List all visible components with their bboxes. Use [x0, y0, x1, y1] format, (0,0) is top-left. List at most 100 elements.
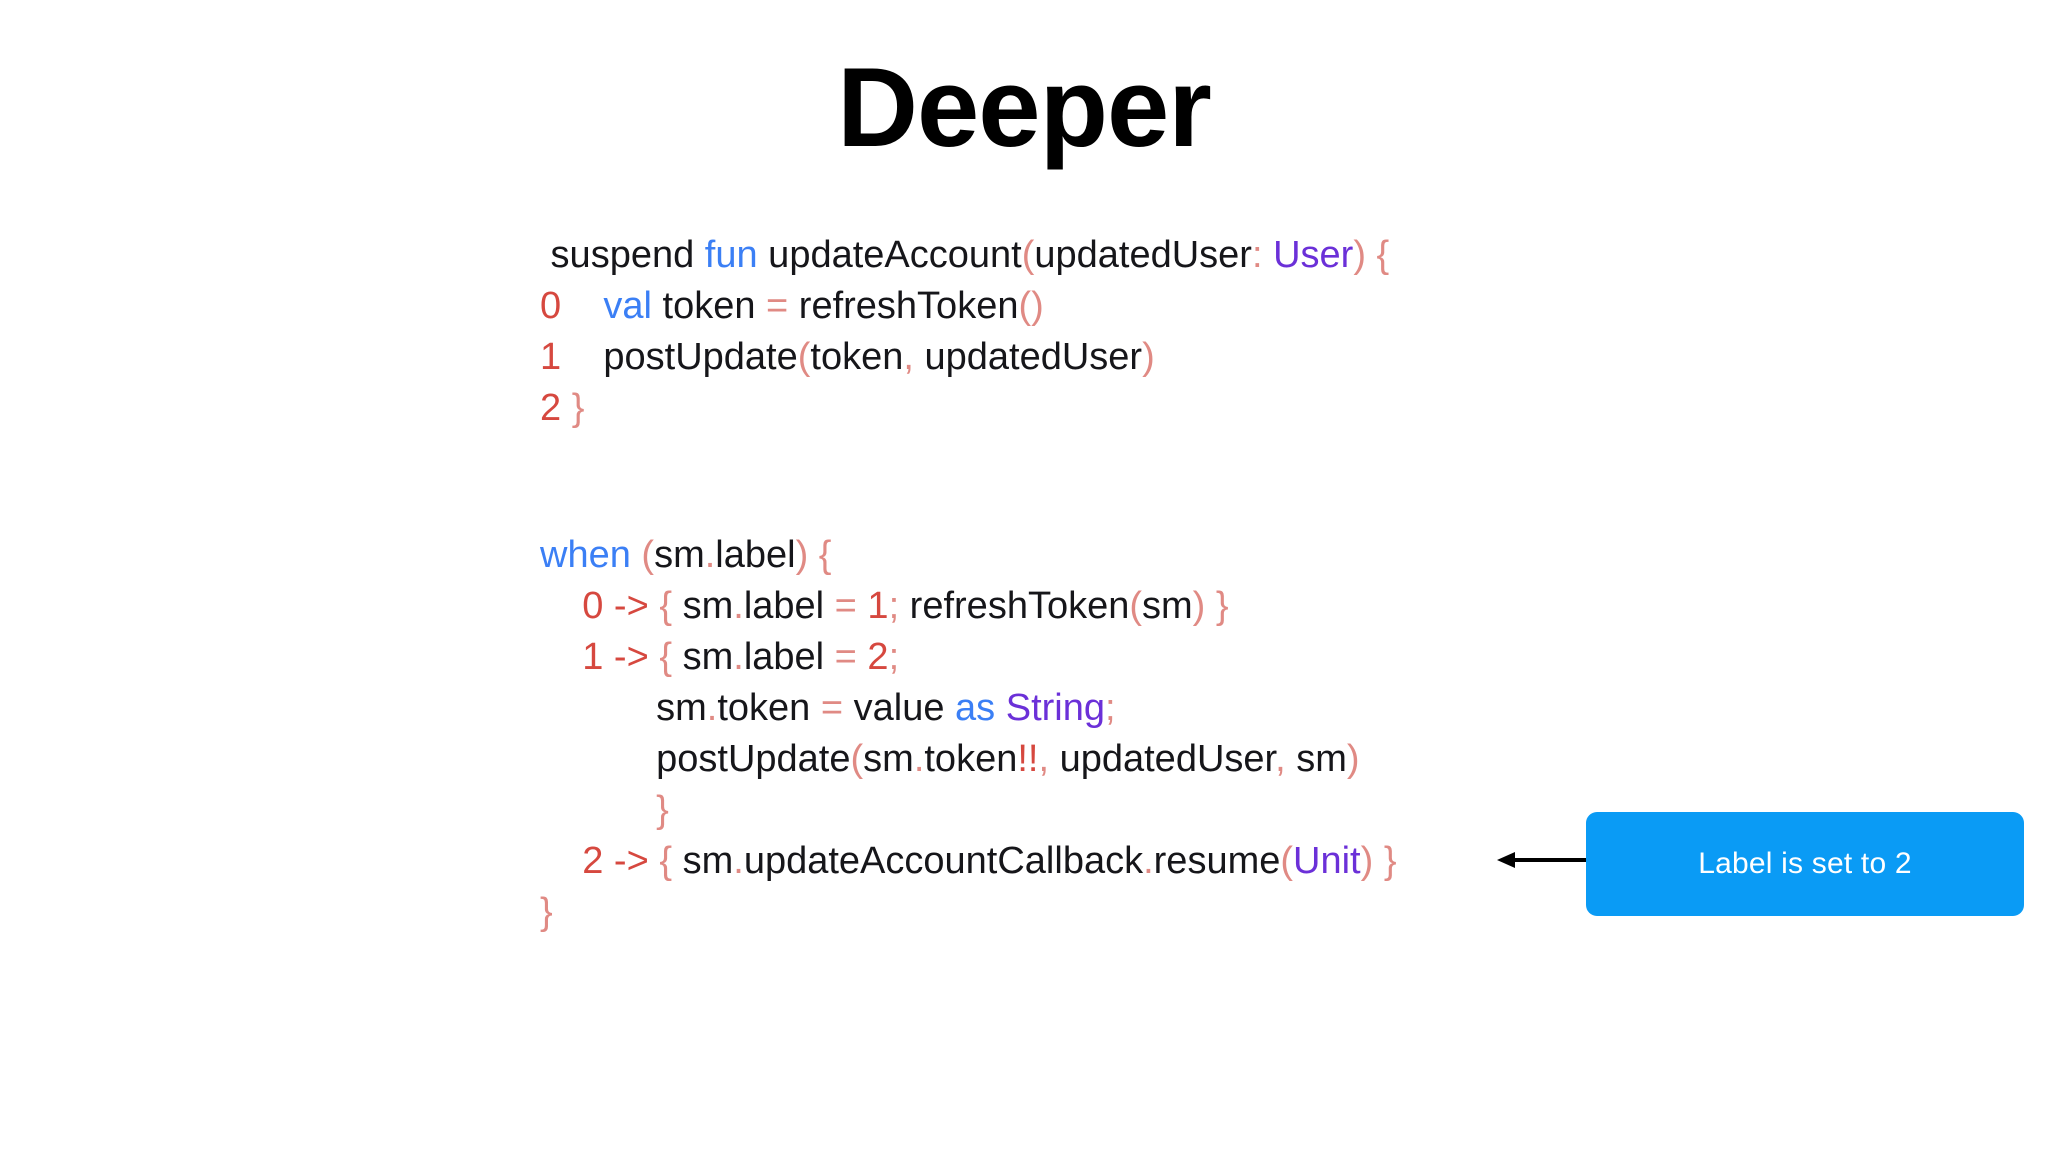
code-token: token	[717, 687, 821, 729]
code-token: fun	[704, 234, 758, 276]
code-token: updatedUser	[913, 336, 1143, 378]
code-token: sm	[540, 687, 707, 729]
code-line: }	[540, 785, 1397, 836]
code-token: (	[1129, 585, 1143, 627]
code-token: .	[706, 687, 718, 729]
code-token: )	[1192, 585, 1206, 627]
code-token	[808, 534, 819, 576]
code-token: token	[924, 738, 1018, 780]
page-title: Deeper	[837, 45, 1212, 170]
code-line: 2 -> { sm.updateAccountCallback.resume(U…	[540, 836, 1397, 887]
callout-box[interactable]: Label is set to 2	[1586, 812, 2024, 916]
code-token	[561, 285, 603, 327]
code-token: 1 ->	[582, 636, 660, 678]
code-token: String	[1005, 687, 1106, 729]
code-token: :	[1251, 234, 1263, 276]
code-token: ()	[1018, 285, 1044, 327]
code-token: updatedUser	[1034, 234, 1252, 276]
code-token: sm	[672, 636, 734, 678]
suspend-function-code-block: suspend fun updateAccount(updatedUser: U…	[540, 230, 1389, 434]
code-token: label	[743, 636, 835, 678]
code-token: postUpdate	[561, 336, 798, 378]
callout-arrow-icon	[1497, 852, 1589, 868]
code-token: }	[540, 891, 553, 933]
code-token: =	[834, 585, 868, 627]
code-token: (	[1280, 840, 1294, 882]
code-token: when	[540, 534, 631, 576]
code-token	[1263, 234, 1274, 276]
code-token: {	[659, 636, 673, 678]
code-token: value	[853, 687, 956, 729]
code-token: sm	[672, 840, 734, 882]
code-token	[540, 636, 582, 678]
code-token: token	[810, 336, 904, 378]
code-token: }	[656, 789, 669, 831]
code-token: }	[571, 387, 585, 429]
code-token: ;	[888, 636, 900, 678]
code-token: (	[797, 336, 811, 378]
code-line: when (sm.label) {	[540, 530, 1397, 581]
code-token	[631, 534, 642, 576]
callout-label: Label is set to 2	[1698, 847, 1912, 880]
code-token: .	[733, 636, 744, 678]
code-line: suspend fun updateAccount(updatedUser: U…	[540, 230, 1390, 281]
code-token: .	[913, 738, 925, 780]
code-token: =	[766, 285, 789, 327]
code-token: ;	[1105, 687, 1116, 729]
code-token: ,	[1275, 738, 1286, 780]
code-token: suspend	[540, 234, 705, 276]
code-token: )	[1360, 840, 1374, 882]
code-token: label	[715, 534, 796, 576]
code-token: resume	[1153, 840, 1281, 882]
code-token: (	[850, 738, 864, 780]
code-token: .	[733, 585, 744, 627]
code-token: sm	[654, 534, 705, 576]
code-token: =	[820, 687, 854, 729]
code-token: 1	[867, 585, 889, 627]
code-token: updateAccountCallback	[743, 840, 1144, 882]
code-line: 1 postUpdate(token, updatedUser)	[540, 332, 1389, 383]
code-token: )	[795, 534, 809, 576]
code-token: refreshToken	[899, 585, 1130, 627]
code-token: 0 ->	[582, 585, 660, 627]
code-line: 0 -> { sm.label = 1; refreshToken(sm) }	[540, 581, 1397, 632]
code-token: .	[704, 534, 716, 576]
code-token	[561, 387, 572, 429]
code-token: Unit	[1293, 840, 1361, 882]
code-token: token	[651, 285, 767, 327]
code-token: sm	[863, 738, 914, 780]
code-token: as	[955, 687, 996, 729]
code-token: val	[603, 285, 652, 327]
code-token	[540, 585, 582, 627]
code-token	[540, 840, 582, 882]
code-token	[540, 789, 656, 831]
code-token: }	[1383, 840, 1397, 882]
code-token: sm	[672, 585, 734, 627]
code-token: updatedUser	[1049, 738, 1276, 780]
code-line: 0 val token = refreshToken()	[540, 281, 1389, 332]
code-token: ,	[903, 336, 914, 378]
code-token: (	[1021, 234, 1035, 276]
code-token: .	[1143, 840, 1154, 882]
code-token: sm	[1285, 738, 1347, 780]
code-token: label	[743, 585, 835, 627]
code-token: .	[733, 840, 744, 882]
code-token: updateAccount	[757, 234, 1022, 276]
code-line: sm.token = value as String;	[540, 683, 1397, 734]
code-token: !!	[1017, 738, 1039, 780]
code-token: )	[1346, 738, 1360, 780]
code-token	[1366, 234, 1377, 276]
code-token: 2	[867, 636, 889, 678]
code-token	[1373, 840, 1384, 882]
code-token: (	[641, 534, 655, 576]
code-token: }	[1215, 585, 1229, 627]
code-line: }	[540, 887, 1397, 938]
code-line: 2 }	[540, 383, 1389, 434]
code-line: 1 -> { sm.label = 2;	[540, 632, 1397, 683]
code-token: ;	[888, 585, 900, 627]
code-token: {	[659, 840, 673, 882]
code-token: 2 ->	[582, 840, 660, 882]
code-token: ,	[1038, 738, 1050, 780]
code-token: {	[818, 534, 832, 576]
code-token: {	[659, 585, 673, 627]
